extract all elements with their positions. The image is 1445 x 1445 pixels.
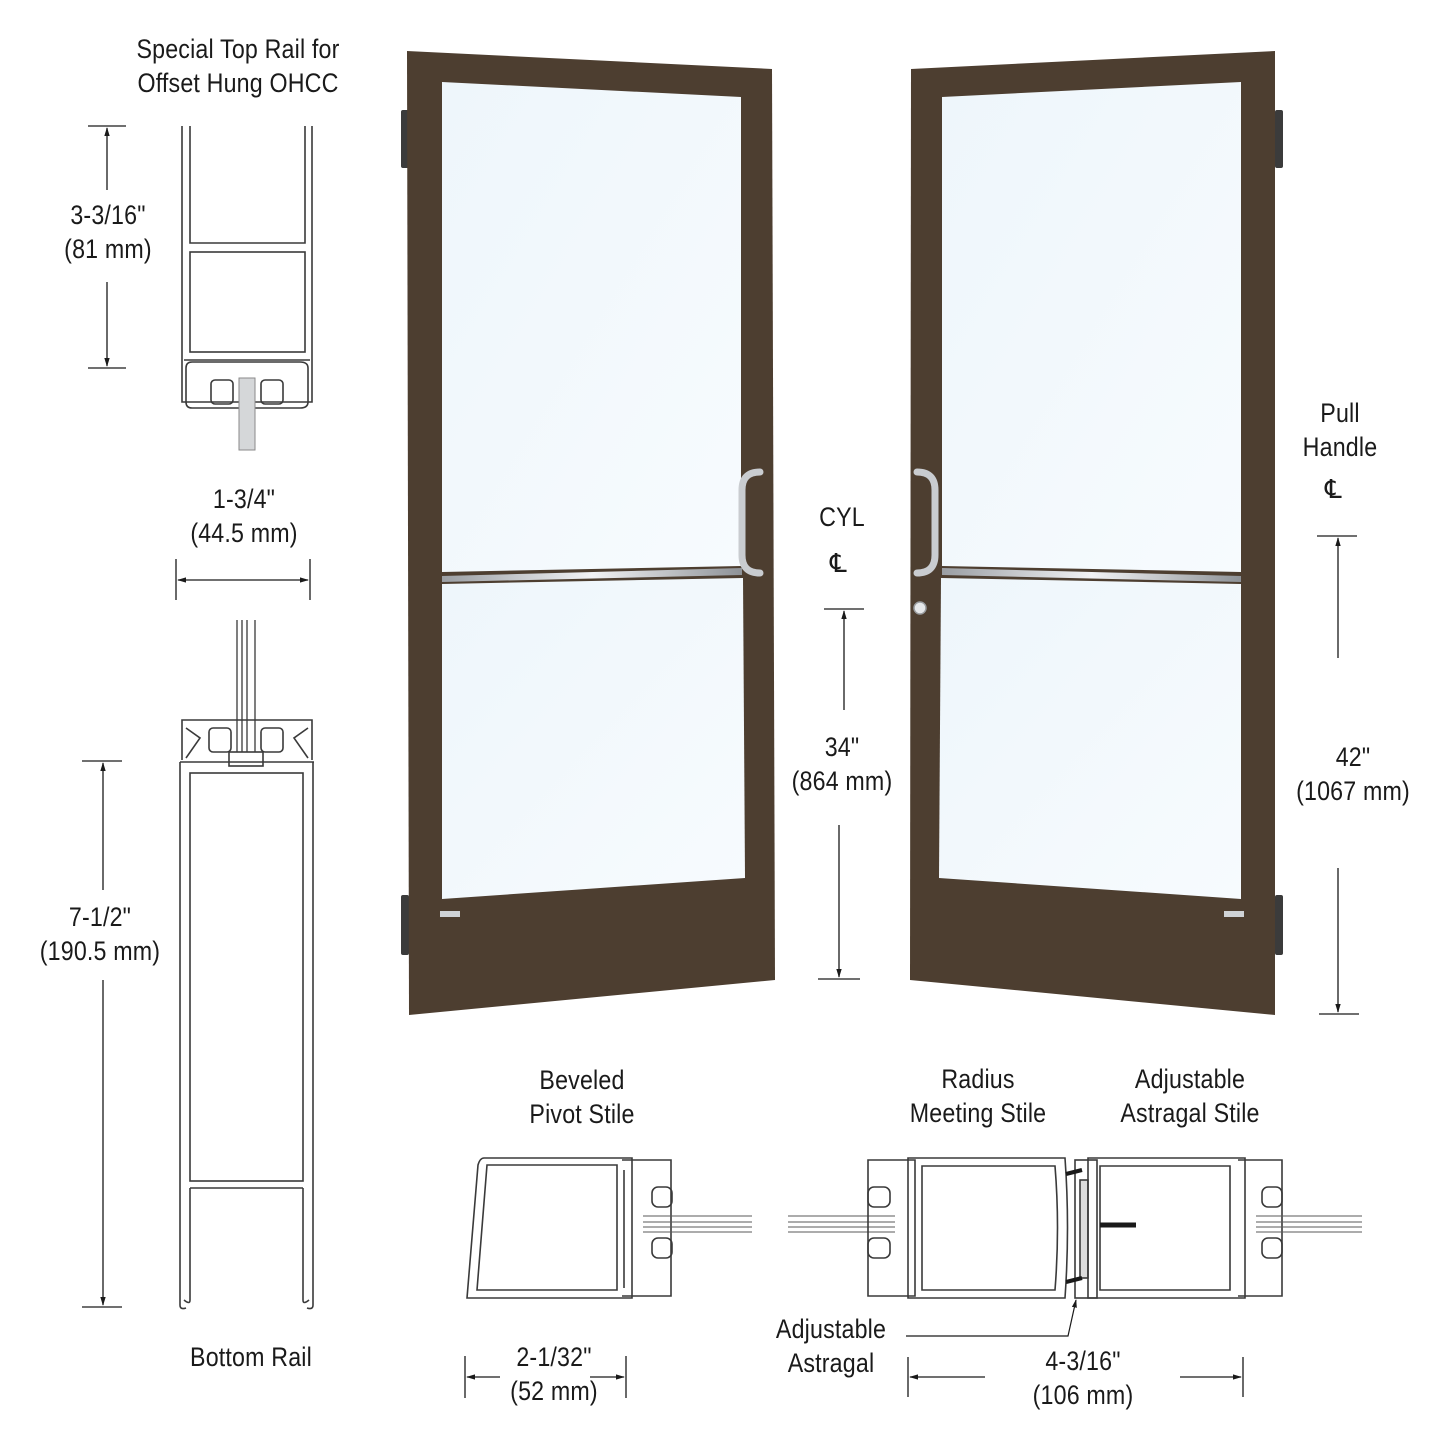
pull-handle-label-line2: Handle [1302,432,1378,462]
glass-section-bottom [236,620,256,752]
cyl-label: CYL [819,502,865,532]
pair-width-mm: (106 mm) [1032,1380,1134,1410]
left-door-push-bar [442,568,742,582]
left-door-pull-handle [738,468,764,577]
right-door-lower-glass [939,578,1241,899]
adjustable-astragal-stile-profile [1087,1157,1283,1299]
beveled-pivot-stile-profile [466,1157,673,1299]
top-rail-title-line2: Offset Hung OHCC [137,68,339,98]
cyl-height-mm: (864 mm) [791,766,893,796]
pivot-stile-width-in: 2-1/32" [516,1342,592,1372]
bottom-rail-label: Bottom Rail [190,1342,312,1372]
meeting-stile-title-line2: Meeting Stile [909,1098,1047,1128]
cyl-height-label: 34" (864 mm) [782,730,902,798]
pivot-stile-title-line2: Pivot Stile [529,1099,635,1129]
bottom-rail-height-in: 7-1/2" [68,902,132,932]
pivot-stile-glass [643,1215,752,1233]
meeting-stile-glass [788,1215,895,1233]
pair-width-dimension [907,1357,1244,1397]
pair-width-in: 4-3/16" [1045,1346,1121,1376]
cyl-centerline-icon: ℄ [830,548,847,578]
right-door-push-bar [942,568,1241,582]
right-door-upper-glass [942,82,1241,572]
top-rail-height-mm: (81 mm) [64,234,152,264]
left-door-lower-glass [442,578,745,899]
astragal-stile-title-line1: Adjustable [1134,1064,1246,1094]
pull-handle-label: Pull Handle [1297,396,1383,464]
glass-width-mm: (44.5 mm) [190,518,298,548]
pivot-stile-width-dimension [464,1356,627,1398]
top-rail-title: Special Top Rail for Offset Hung OHCC [126,32,350,100]
bottom-rail-height-mm: (190.5 mm) [39,936,161,966]
astragal-stile-title-line2: Astragal Stile [1120,1098,1260,1128]
meeting-stile-title-line1: Radius [941,1064,1015,1094]
right-door-lock-cylinder [913,601,927,615]
astragal-label-line1: Adjustable [775,1314,887,1344]
radius-meeting-stile-profile [867,1157,1069,1299]
pull-handle-height-dimension [1317,535,1359,1015]
astragal-leader-line [906,1299,1077,1337]
astragal-label-line2: Astragal [787,1348,875,1378]
meeting-stile-title: Radius Meeting Stile [899,1062,1057,1130]
left-door-label-plate [440,911,460,917]
pull-handle-height-label: 42" (1067 mm) [1289,740,1418,808]
bottom-rail-height-dimension [82,760,122,1308]
cyl-height-dimension [818,608,864,980]
pivot-stile-title-line1: Beveled [539,1065,625,1095]
top-rail-title-line1: Special Top Rail for [136,34,340,64]
astragal-stile-title: Adjustable Astragal Stile [1107,1062,1272,1130]
left-door-upper-glass [442,82,741,572]
pull-handle-label-line1: Pull [1320,398,1360,428]
pivot-stile-title: Beveled Pivot Stile [511,1063,652,1131]
right-door-bottom-pivot [1275,895,1283,955]
pull-handle-height-in: 42" [1335,742,1371,772]
astragal-stile-glass [1256,1215,1362,1233]
cyl-height-in: 34" [824,732,860,762]
pull-handle-centerline-icon: ℄ [1325,474,1342,504]
right-door-pull-handle [913,468,939,577]
adjustable-astragal [1065,1159,1098,1299]
top-rail-height-dimension [88,125,126,369]
bottom-rail-profile [179,719,314,1310]
top-rail-height-in: 3-3/16" [70,200,146,230]
glass-section-top [238,377,256,451]
left-door-bottom-pivot [401,895,409,955]
bottom-rail-height-label: 7-1/2" (190.5 mm) [31,900,169,968]
right-door-label-plate [1224,911,1244,917]
top-rail-profile [181,126,313,409]
right-door [910,51,1283,1015]
glass-width-label: 1-3/4" (44.5 mm) [172,482,316,550]
pivot-stile-width-label: 2-1/32" (52 mm) [496,1340,613,1408]
pull-handle-height-mm: (1067 mm) [1296,776,1410,806]
pair-width-label: 4-3/16" (106 mm) [1020,1344,1146,1412]
right-door-top-pivot [1275,110,1283,168]
glass-width-in: 1-3/4" [212,484,276,514]
top-rail-height-label: 3-3/16" (81 mm) [50,198,167,266]
pivot-stile-width-mm: (52 mm) [510,1376,598,1406]
astragal-label: Adjustable Astragal [767,1312,896,1380]
left-door-top-pivot [401,110,409,168]
glass-width-dimension [175,559,311,600]
left-door [401,51,775,1015]
